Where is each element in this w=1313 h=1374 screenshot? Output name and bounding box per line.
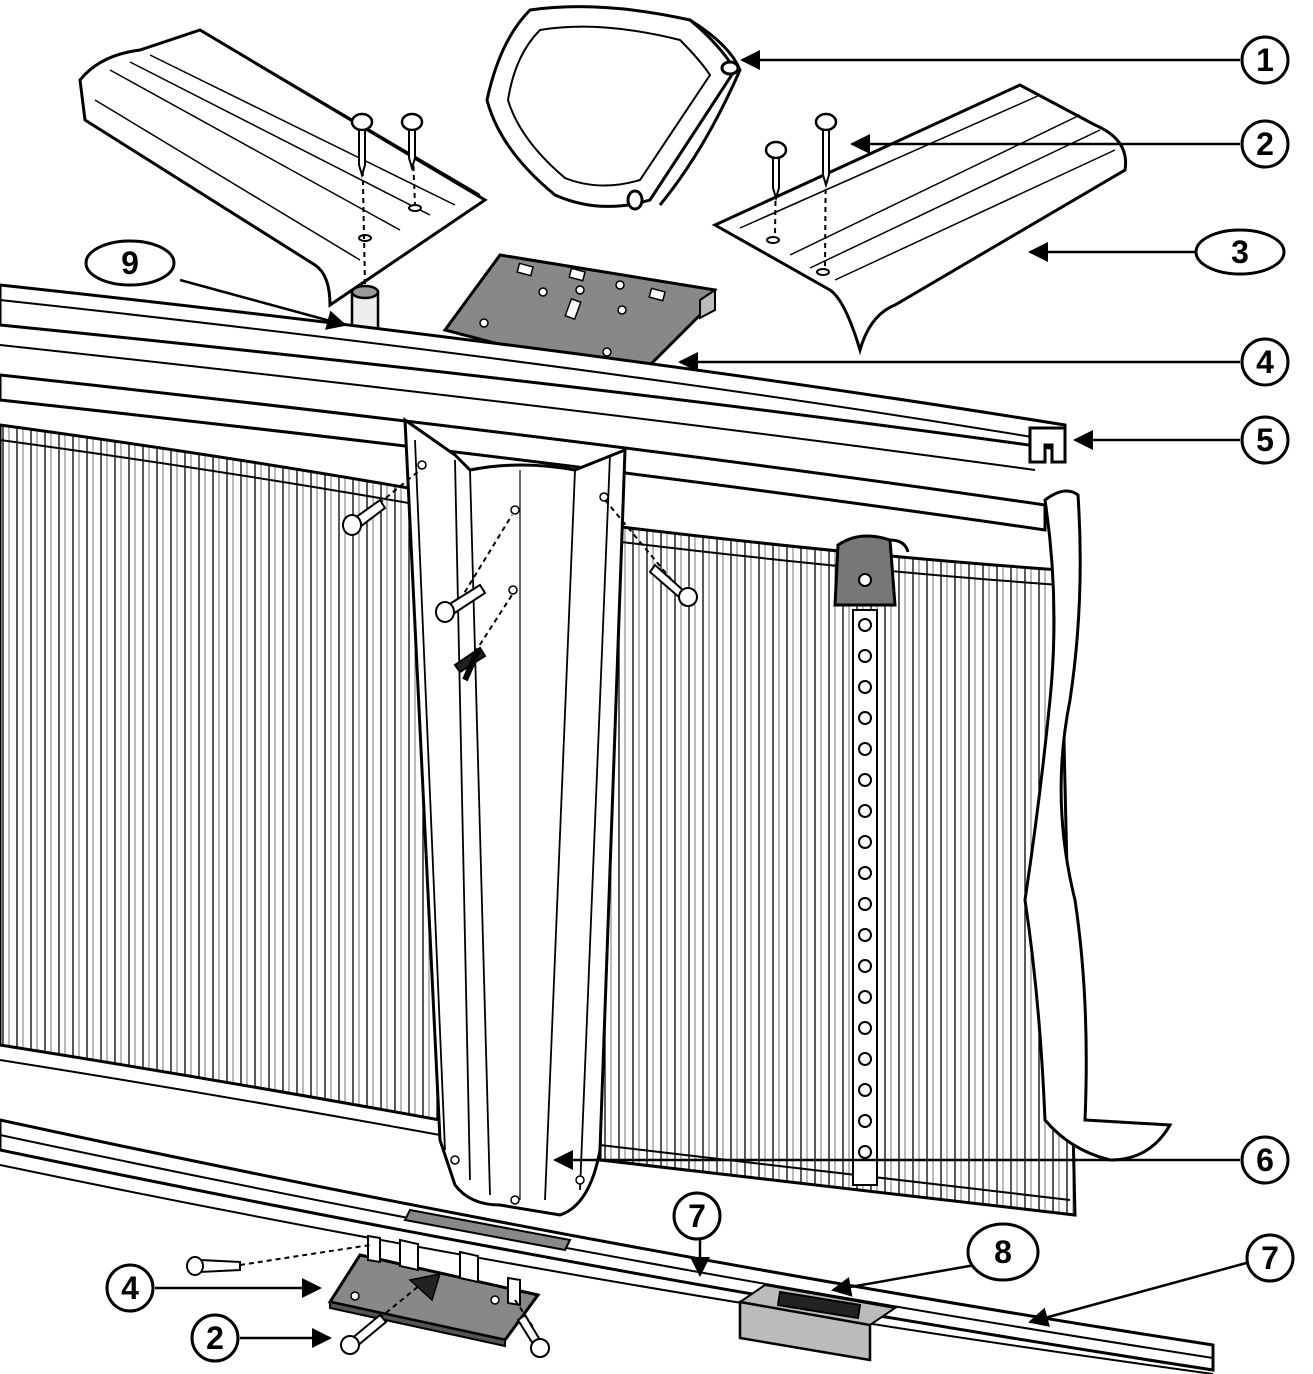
bolt: [858, 1052, 872, 1066]
bolt: [858, 649, 872, 663]
callout-1: 1: [1240, 35, 1290, 85]
bolt: [858, 866, 872, 880]
wall-panel-right: [598, 523, 1077, 1217]
bottom-screws: [186, 1244, 550, 1358]
track-connector: [403, 1208, 898, 1362]
bolt: [858, 1021, 872, 1035]
callout-4b-label: 4: [121, 1270, 139, 1306]
bolt: [858, 804, 872, 818]
bolt: [858, 742, 872, 756]
bolt: [858, 773, 872, 787]
bolt: [858, 711, 872, 725]
bolt: [858, 897, 872, 911]
callout-6-label: 6: [1256, 1142, 1274, 1178]
top-rail-right: [711, 83, 1128, 356]
callout-leaders: [155, 50, 1251, 1348]
callout-8-label: 8: [994, 1234, 1012, 1270]
callout-2-label: 2: [1256, 126, 1274, 162]
callout-1-label: 1: [1256, 42, 1274, 78]
callout-2: 2: [1240, 119, 1290, 169]
bolt: [858, 835, 872, 849]
callout-5-label: 5: [1256, 422, 1274, 458]
bottom-track: [0, 1118, 1215, 1374]
callout-2b-label: 2: [206, 1320, 224, 1356]
upright-post: [403, 417, 627, 1217]
callout-7a-label: 7: [688, 1198, 706, 1234]
rail-screws-left: [350, 112, 424, 286]
top-track: [0, 283, 1067, 532]
top-cap-part: [485, 5, 742, 211]
callout-2b: 2: [190, 1313, 240, 1363]
callout-7a: 7: [672, 1191, 722, 1241]
rail-screws-right: [764, 112, 838, 269]
bolt: [858, 1145, 872, 1159]
strap-clip: [833, 534, 910, 607]
top-plate: [442, 253, 718, 382]
callout-7b: 7: [1245, 1233, 1295, 1283]
bolt: [858, 680, 872, 694]
callout-3: 3: [1194, 228, 1286, 276]
bolt-strip: [852, 609, 878, 1186]
upright-screws: [342, 469, 698, 682]
bolt: [858, 1114, 872, 1128]
callout-6: 6: [1240, 1135, 1290, 1185]
callout-3-label: 3: [1231, 234, 1249, 270]
bolt: [858, 959, 872, 973]
callout-5: 5: [1240, 415, 1290, 465]
callout-9-label: 9: [121, 245, 139, 281]
callout-4b: 4: [105, 1263, 155, 1313]
wall-panel-left: [0, 423, 442, 1136]
bolt: [858, 928, 872, 942]
liner-flap: [1023, 489, 1173, 1162]
spacer-cylinder: [350, 284, 380, 335]
callout-4-label: 4: [1256, 344, 1274, 380]
bolt: [858, 990, 872, 1004]
callout-7b-label: 7: [1261, 1240, 1279, 1276]
bolt: [858, 1083, 872, 1097]
bolt: [858, 618, 872, 632]
callout-9: 9: [84, 239, 176, 287]
bottom-plate: [327, 1234, 541, 1348]
callout-8: 8: [966, 1222, 1040, 1282]
callout-4: 4: [1240, 337, 1290, 387]
